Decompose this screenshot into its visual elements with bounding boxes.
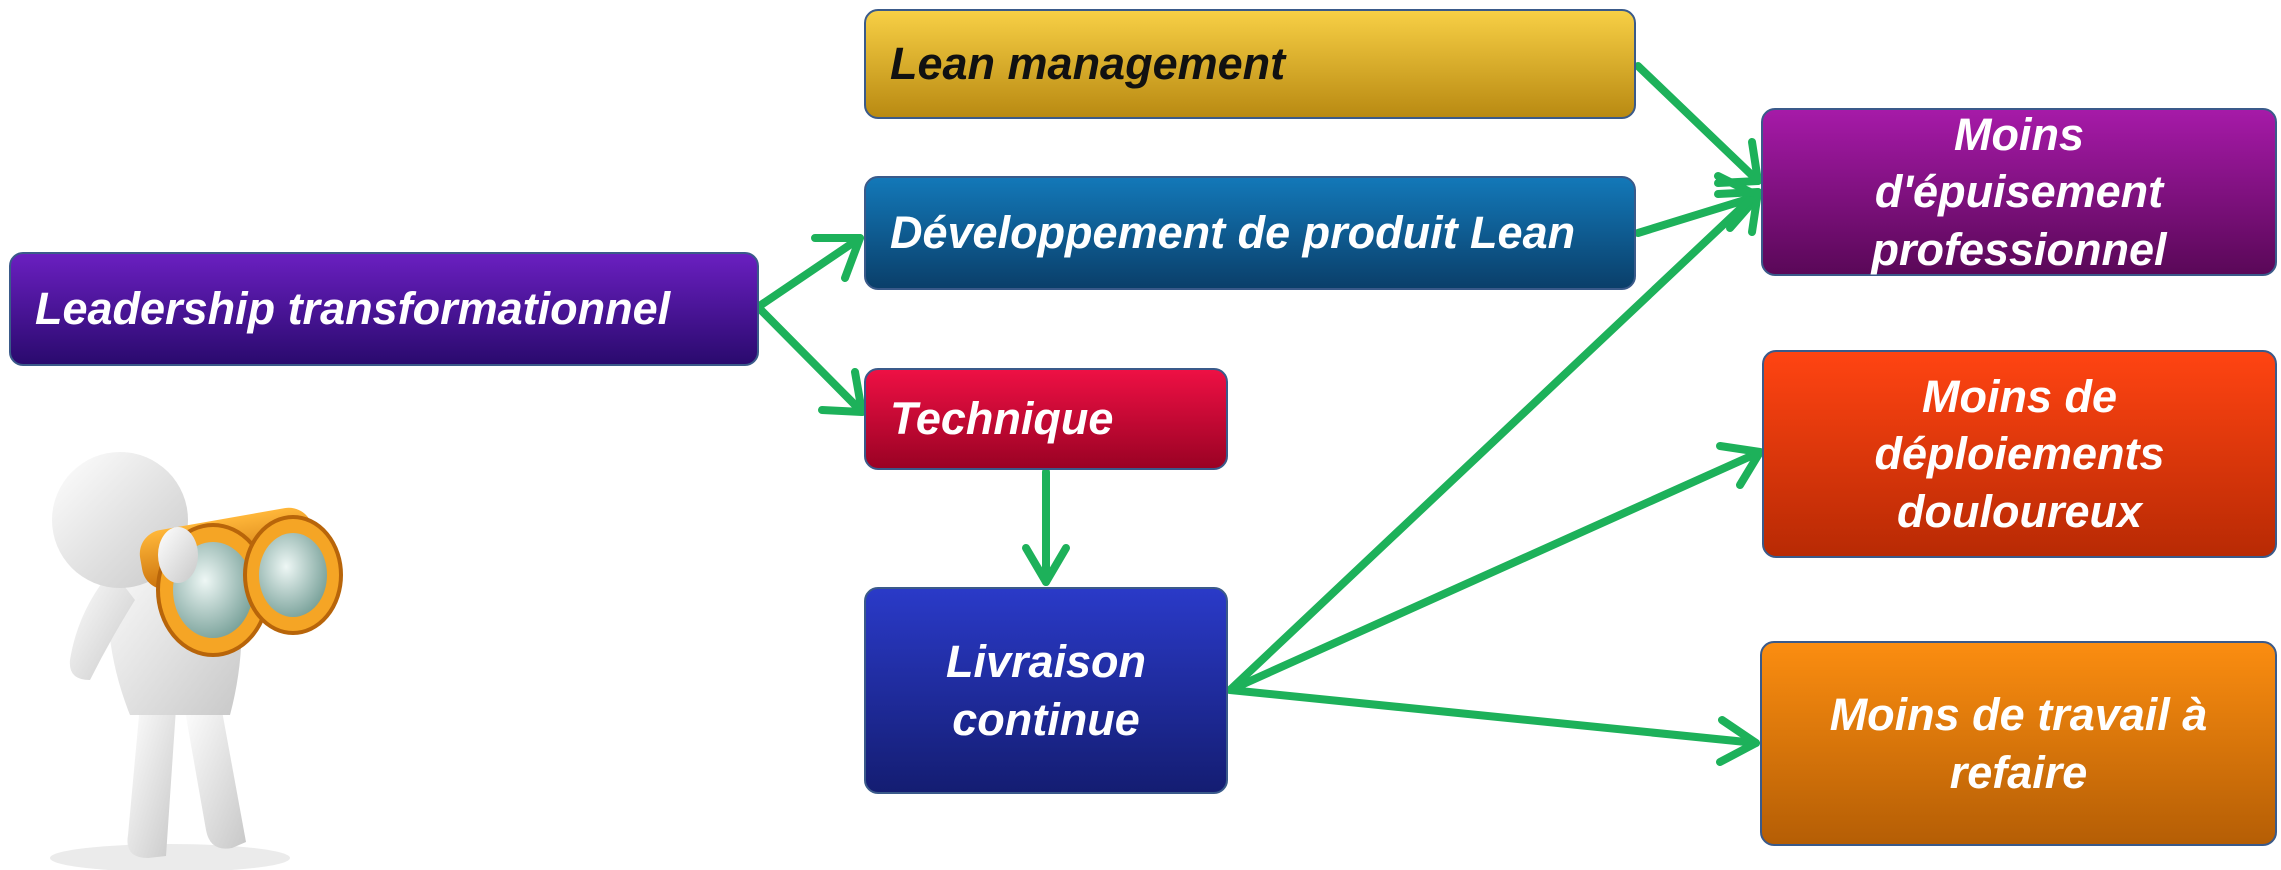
figure-with-binoculars-icon (50, 452, 343, 870)
arrows (754, 62, 1764, 766)
arrow-lean-management-to-burnout (1634, 62, 1762, 187)
arrow-continuous-delivery-to-painful-deploys (1226, 442, 1764, 694)
node-less-painful-deployments: Moins de déploiements douloureux (1762, 350, 2277, 558)
node-less-burnout: Moins d'épuisement professionnel (1761, 108, 2277, 276)
arrow-continuous-delivery-to-rework (1226, 686, 1760, 766)
node-lean-management-label: Lean management (890, 38, 1286, 90)
arrow-leadership-to-technique (754, 303, 866, 416)
node-less-burnout-label: Moins d'épuisement professionnel (1871, 108, 2167, 275)
node-continuous-delivery: Livraison continue (864, 587, 1228, 794)
node-continuous-delivery-label: Livraison continue (945, 635, 1147, 745)
node-less-rework: Moins de travail à refaire (1760, 641, 2277, 846)
node-leadership: Leadership transformationnel (9, 252, 759, 366)
node-lean-management: Lean management (864, 9, 1636, 119)
node-technique: Technique (864, 368, 1228, 470)
node-lean-product-label: Développement de produit Lean (890, 207, 1576, 259)
node-less-painful-deployments-label: Moins de déploiements douloureux (1874, 370, 2165, 537)
node-leadership-label: Leadership transformationnel (35, 283, 671, 335)
node-technique-label: Technique (890, 393, 1114, 445)
node-lean-product-development: Développement de produit Lean (864, 176, 1636, 290)
arrow-continuous-delivery-to-burnout (1226, 188, 1762, 694)
arrow-technique-to-continuous-delivery (1022, 468, 1070, 586)
arrow-leadership-to-lean-product (754, 234, 864, 311)
node-less-rework-label: Moins de travail à refaire (1829, 688, 2208, 798)
